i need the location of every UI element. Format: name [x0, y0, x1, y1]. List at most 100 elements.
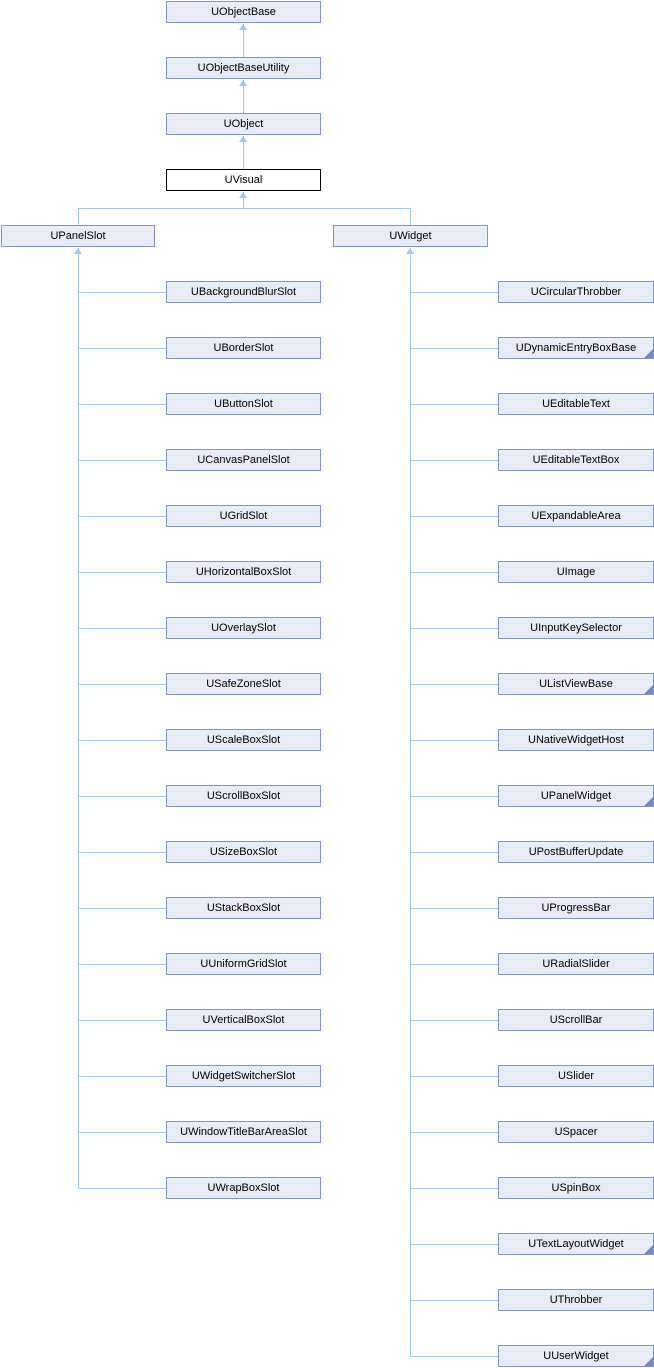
arrowhead-up-icon: [239, 80, 247, 86]
class-node-uspacer[interactable]: USpacer: [498, 1121, 654, 1143]
class-node-uverticalboxslot[interactable]: UVerticalBoxSlot: [166, 1009, 321, 1031]
class-node-uwidget[interactable]: UWidget: [333, 225, 488, 247]
class-node-label: UBorderSlot: [213, 342, 274, 354]
edge-line: [78, 572, 166, 573]
edge-line: [243, 192, 244, 208]
class-node-uthrobber[interactable]: UThrobber: [498, 1289, 654, 1311]
has-subclasses-fold-icon: [644, 1357, 653, 1366]
edge-line: [243, 24, 244, 57]
arrowhead-up-icon: [239, 136, 247, 142]
edge-line: [78, 1020, 166, 1021]
class-node-uimage[interactable]: UImage: [498, 561, 654, 583]
class-node-usizeboxslot[interactable]: USizeBoxSlot: [166, 841, 321, 863]
edge-line: [410, 908, 498, 909]
class-node-uhorizontalboxslot[interactable]: UHorizontalBoxSlot: [166, 561, 321, 583]
class-node-upanelslot[interactable]: UPanelSlot: [1, 225, 155, 247]
edge-line: [410, 628, 498, 629]
arrowhead-up-icon: [406, 248, 414, 254]
class-node-ustackboxslot[interactable]: UStackBoxSlot: [166, 897, 321, 919]
class-node-label: UVisual: [224, 174, 263, 186]
edge-line: [78, 208, 411, 209]
class-node-usafezoneslot[interactable]: USafeZoneSlot: [166, 673, 321, 695]
class-node-label: UCircularThrobber: [530, 286, 622, 298]
class-node-label: UExpandableArea: [531, 510, 621, 522]
class-node-label: UDynamicEntryBoxBase: [515, 342, 637, 354]
edge-line: [410, 248, 411, 1356]
class-node-label: URadialSlider: [542, 958, 610, 970]
class-node-label: UProgressBar: [541, 902, 611, 914]
class-node-upanelwidget[interactable]: UPanelWidget: [498, 785, 654, 807]
class-node-uuserwidget[interactable]: UUserWidget: [498, 1345, 654, 1367]
class-node-uradialslider[interactable]: URadialSlider: [498, 953, 654, 975]
class-node-uscrollboxslot[interactable]: UScrollBoxSlot: [166, 785, 321, 807]
edge-line: [78, 908, 166, 909]
edge-line: [78, 516, 166, 517]
class-node-ugridslot[interactable]: UGridSlot: [166, 505, 321, 527]
edge-line: [410, 684, 498, 685]
class-node-label: UEditableTextBox: [532, 454, 620, 466]
class-node-label: UScrollBar: [549, 1014, 603, 1026]
class-node-label: UButtonSlot: [214, 398, 273, 410]
class-node-ucircularthrobber[interactable]: UCircularThrobber: [498, 281, 654, 303]
edge-line: [410, 740, 498, 741]
class-node-label: UUniformGridSlot: [200, 958, 287, 970]
class-node-label: UListViewBase: [539, 678, 613, 690]
class-node-unativewidgethost[interactable]: UNativeWidgetHost: [498, 729, 654, 751]
edge-line: [410, 1300, 498, 1301]
class-node-uoverlayslot[interactable]: UOverlaySlot: [166, 617, 321, 639]
edge-line: [78, 1076, 166, 1077]
class-node-uobjectbase[interactable]: UObjectBase: [166, 1, 321, 23]
edge-line: [78, 684, 166, 685]
edge-line: [78, 460, 166, 461]
class-node-uprogressbar[interactable]: UProgressBar: [498, 897, 654, 919]
class-node-ubuttonslot[interactable]: UButtonSlot: [166, 393, 321, 415]
class-node-uslider[interactable]: USlider: [498, 1065, 654, 1087]
class-node-label: UPostBufferUpdate: [528, 846, 624, 858]
has-subclasses-fold-icon: [644, 1245, 653, 1254]
class-node-uexpandablearea[interactable]: UExpandableArea: [498, 505, 654, 527]
class-node-uwidgetswitcherslot[interactable]: UWidgetSwitcherSlot: [166, 1065, 321, 1087]
class-node-ubackgroundblurslot[interactable]: UBackgroundBlurSlot: [166, 281, 321, 303]
edge-line: [410, 516, 498, 517]
arrowhead-up-icon: [74, 248, 82, 254]
class-node-uwindowtitlebarareaslot[interactable]: UWindowTitleBarAreaSlot: [166, 1121, 321, 1143]
class-node-ueditabletextbox[interactable]: UEditableTextBox: [498, 449, 654, 471]
has-subclasses-fold-icon: [644, 685, 653, 694]
class-node-uscrollbar[interactable]: UScrollBar: [498, 1009, 654, 1031]
edge-line: [78, 404, 166, 405]
arrowhead-up-icon: [239, 24, 247, 30]
class-node-uobject[interactable]: UObject: [166, 113, 321, 135]
edge-line: [410, 852, 498, 853]
class-node-uscaleboxslot[interactable]: UScaleBoxSlot: [166, 729, 321, 751]
edge-line: [410, 964, 498, 965]
class-node-ucanvaspanelslot[interactable]: UCanvasPanelSlot: [166, 449, 321, 471]
class-node-upostbufferupdate[interactable]: UPostBufferUpdate: [498, 841, 654, 863]
class-node-uuniformgridslot[interactable]: UUniformGridSlot: [166, 953, 321, 975]
class-node-label: UWindowTitleBarAreaSlot: [180, 1126, 307, 1138]
class-node-ueditabletext[interactable]: UEditableText: [498, 393, 654, 415]
class-node-label: UScrollBoxSlot: [206, 790, 281, 802]
edge-line: [410, 572, 498, 573]
class-node-udynamicentryboxbase[interactable]: UDynamicEntryBoxBase: [498, 337, 654, 359]
class-node-uspinbox[interactable]: USpinBox: [498, 1177, 654, 1199]
class-node-label: UBackgroundBlurSlot: [190, 286, 297, 298]
class-node-ulistviewbase[interactable]: UListViewBase: [498, 673, 654, 695]
edge-line: [410, 1244, 498, 1245]
class-node-label: UObjectBaseUtility: [197, 62, 290, 74]
edge-line: [410, 208, 411, 225]
class-node-label: UHorizontalBoxSlot: [195, 566, 292, 578]
has-subclasses-fold-icon: [644, 349, 653, 358]
edge-line: [410, 348, 498, 349]
class-node-label: UObjectBase: [211, 6, 276, 18]
edge-line: [243, 80, 244, 113]
class-node-uwrapboxslot[interactable]: UWrapBoxSlot: [166, 1177, 321, 1199]
edge-line: [410, 1188, 498, 1189]
class-node-uobjectbaseutility[interactable]: UObjectBaseUtility: [166, 57, 321, 79]
class-node-uborderslot[interactable]: UBorderSlot: [166, 337, 321, 359]
class-node-uinputkeyselector[interactable]: UInputKeySelector: [498, 617, 654, 639]
class-node-label: UNativeWidgetHost: [528, 734, 624, 746]
arrowhead-up-icon: [239, 192, 247, 198]
class-node-label: UUserWidget: [543, 1350, 609, 1362]
class-node-utextlayoutwidget[interactable]: UTextLayoutWidget: [498, 1233, 654, 1255]
